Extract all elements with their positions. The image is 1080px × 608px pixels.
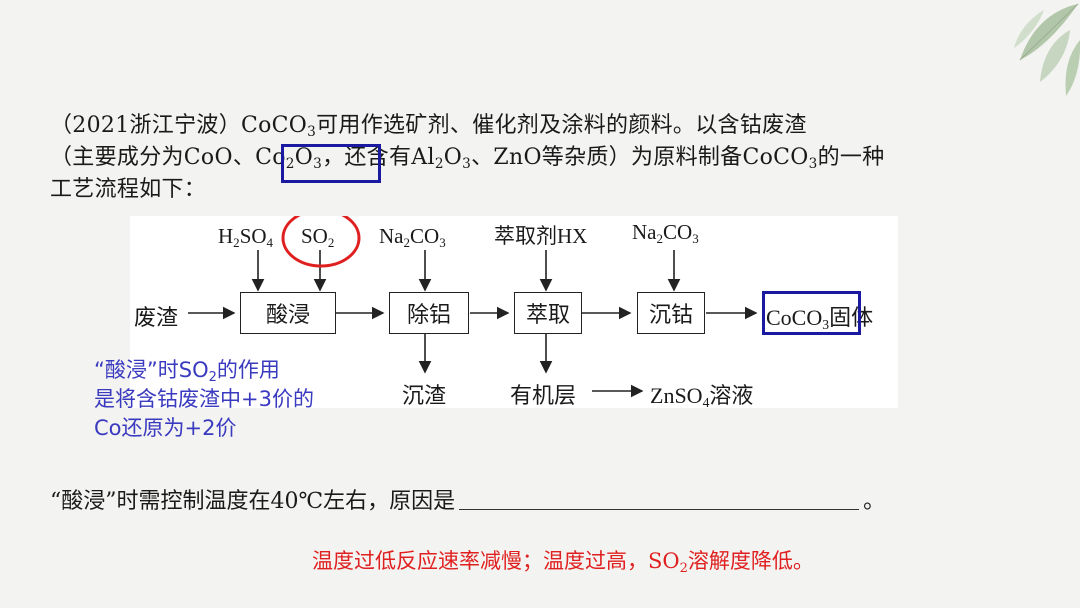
co2o3-highlight-box bbox=[281, 144, 381, 183]
byproduct-residue: 沉渣 bbox=[402, 378, 446, 410]
step-precipitate-cobalt: 沉钴 bbox=[637, 292, 705, 334]
byproduct-znso4-solution: ZnSO4溶液 bbox=[650, 378, 753, 410]
answer-text: 温度过低反应速率减慢；温度过高，SO2溶解度降低。 bbox=[312, 545, 814, 575]
step-acid-leach: 酸浸 bbox=[240, 292, 336, 334]
reagent-h2so4: H2SO4 bbox=[218, 224, 273, 249]
temperature-question: “酸浸”时需控制温度在40℃左右，原因是。 bbox=[50, 483, 885, 515]
reagent-na2co3-2: Na2CO3 bbox=[632, 220, 699, 245]
question-line-1: （2021浙江宁波）CoCO3可用作选矿剂、催化剂及涂料的颜料。以含钴废渣 bbox=[50, 110, 1050, 142]
question-line-2: （主要成分为CoO、Co2O3，还含有Al2O3、ZnO等杂质）为原料制备CoC… bbox=[50, 142, 1050, 174]
step-remove-aluminum: 除铝 bbox=[389, 292, 469, 334]
leaf-decoration-icon bbox=[960, 0, 1080, 110]
so2-role-note: “酸浸”时SO2的作用 是将含钴废渣中+3价的 Co还原为+2价 bbox=[94, 356, 394, 443]
question-text: （2021浙江宁波）CoCO3可用作选矿剂、催化剂及涂料的颜料。以含钴废渣 （主… bbox=[50, 110, 1050, 206]
reagent-so2: SO2 bbox=[301, 224, 334, 249]
reagent-na2co3-1: Na2CO3 bbox=[379, 224, 446, 249]
coco3-highlight-box bbox=[762, 291, 861, 335]
reagent-hx: 萃取剂HX bbox=[494, 220, 587, 250]
note-line-3: Co还原为+2价 bbox=[94, 414, 394, 443]
question-line-3: 工艺流程如下： bbox=[50, 174, 1050, 206]
answer-blank bbox=[459, 489, 859, 510]
byproduct-organic-layer: 有机层 bbox=[510, 378, 576, 410]
step-extraction: 萃取 bbox=[514, 292, 582, 334]
note-line-1: “酸浸”时SO2的作用 bbox=[94, 356, 394, 385]
input-waste: 废渣 bbox=[134, 300, 178, 332]
note-line-2: 是将含钴废渣中+3价的 bbox=[94, 385, 394, 414]
